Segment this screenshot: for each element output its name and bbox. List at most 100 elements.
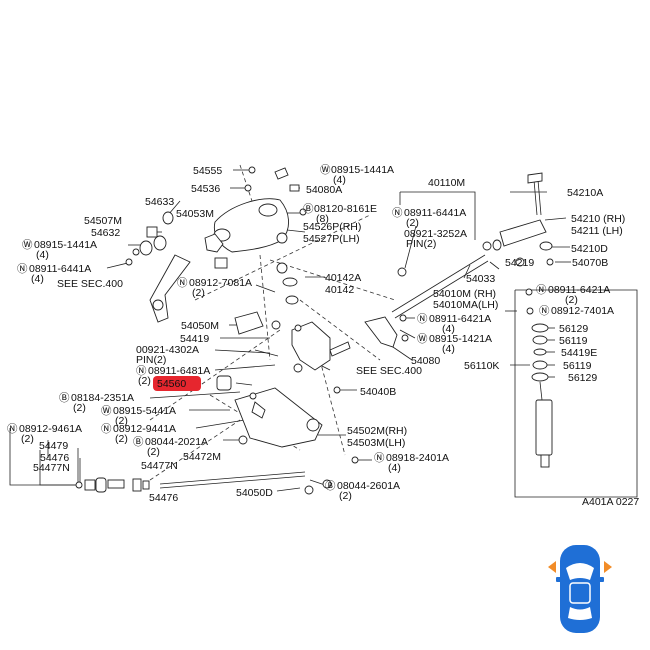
label-08120-8161e[interactable]: 08120-8161E xyxy=(314,203,377,215)
label-54476-b[interactable]: 54476 xyxy=(149,492,178,504)
label-08912-7401a[interactable]: 08912-7401A xyxy=(551,305,614,317)
label-54479[interactable]: 54479 xyxy=(39,440,68,452)
label-08044-2601a[interactable]: 08044-2601A xyxy=(337,480,400,492)
label-54050d[interactable]: 54050D xyxy=(236,487,273,499)
label-08918-2401a[interactable]: 08918-2401A xyxy=(386,452,449,464)
label-08915-1421a[interactable]: 08915-1421A xyxy=(429,333,492,345)
arrow-left-icon xyxy=(548,561,556,573)
label-54476-a[interactable]: 54476 xyxy=(40,452,69,464)
label-54211-lh[interactable]: 54211 (LH) xyxy=(571,225,623,237)
see-sec-400-a[interactable]: SEE SEC.400 xyxy=(57,278,123,290)
see-sec-400-b[interactable]: SEE SEC.400 xyxy=(356,365,422,377)
label-08184-2351a[interactable]: 08184-2351A xyxy=(71,392,134,404)
label-54033[interactable]: 54033 xyxy=(466,273,495,285)
label-54555[interactable]: 54555 xyxy=(193,165,222,177)
label-08911-6421a-center[interactable]: 08911-6421A xyxy=(429,313,491,325)
label-08912-9441a[interactable]: 08912-9441A xyxy=(113,423,176,435)
n-circle-icon: Ⓝ xyxy=(536,284,547,296)
car-mirror-left xyxy=(556,577,561,582)
label-08915-5441a[interactable]: 08915-5441A xyxy=(113,405,176,417)
label-54040b[interactable]: 54040B xyxy=(360,386,396,398)
b-circle-icon: Ⓑ xyxy=(325,480,336,492)
n-circle-icon: Ⓝ xyxy=(539,305,550,317)
arrow-right-icon xyxy=(604,561,612,573)
label-54210a[interactable]: 54210A xyxy=(567,187,603,199)
label-54080a[interactable]: 54080A xyxy=(306,184,342,196)
label-54477n[interactable]: 54477N xyxy=(141,460,178,472)
label-54053m[interactable]: 54053M xyxy=(176,208,214,220)
label-54503m-lh[interactable]: 54503M(LH) xyxy=(347,437,405,449)
label-54080[interactable]: 54080 xyxy=(411,355,440,367)
label-54419e[interactable]: 54419E xyxy=(561,347,597,359)
label-54210d[interactable]: 54210D xyxy=(571,243,608,255)
label-54526p[interactable]: 54526P(RH) xyxy=(303,221,361,233)
w-circle-icon: Ⓦ xyxy=(101,405,112,417)
label-54633[interactable]: 54633 xyxy=(145,196,174,208)
label-08912-9461a[interactable]: 08912-9461A xyxy=(19,423,82,435)
label-08915-1441a[interactable]: 08915-1441A xyxy=(331,164,394,176)
n-circle-icon: Ⓝ xyxy=(136,365,147,377)
label-08044-2021a[interactable]: 08044-2021A xyxy=(145,436,208,448)
label-54527p[interactable]: 54527P(LH) xyxy=(303,233,360,245)
label-54010ma-lh[interactable]: 54010MA(LH) xyxy=(433,299,498,311)
label-40110m[interactable]: 40110M xyxy=(428,177,465,189)
pin-label: PIN(2) xyxy=(136,354,166,366)
label-54502m-rh[interactable]: 54502M(RH) xyxy=(347,425,407,437)
label-54472m[interactable]: 54472M xyxy=(183,451,221,463)
n-circle-icon: Ⓝ xyxy=(101,423,112,435)
label-54477n-left[interactable]: 54477N xyxy=(33,462,70,474)
label-54010m-rh[interactable]: 54010M (RH) xyxy=(433,288,496,300)
n-circle-icon: Ⓝ xyxy=(392,207,403,219)
label-54210-rh[interactable]: 54210 (RH) xyxy=(571,213,625,225)
label-56119-b[interactable]: 56119 xyxy=(563,360,592,372)
label-54560-highlighted[interactable]: 54560 xyxy=(157,378,186,390)
label-00921-4302a[interactable]: 00921-4302A xyxy=(136,344,199,356)
label-56129-a[interactable]: 56129 xyxy=(559,323,588,335)
qty-label: (2) xyxy=(147,446,160,458)
qty-label: (2) xyxy=(565,294,578,306)
car-roof xyxy=(569,582,591,604)
label-56110k[interactable]: 56110K xyxy=(464,360,499,372)
label-08911-6441a-left[interactable]: 08911-6441A xyxy=(29,263,91,275)
qty-label: (4) xyxy=(31,273,44,285)
label-54070b[interactable]: 54070B xyxy=(572,257,608,269)
pin-label: PIN(2) xyxy=(406,238,436,250)
qty-label: (2) xyxy=(115,415,128,427)
label-08921-3252a[interactable]: 08921-3252A xyxy=(404,228,467,240)
label-40142[interactable]: 40142 xyxy=(325,284,354,296)
qty-label: (4) xyxy=(442,323,455,335)
label-54507m[interactable]: 54507M xyxy=(84,215,122,227)
b-circle-icon: Ⓑ xyxy=(133,436,144,448)
car-mirror-right xyxy=(599,577,604,582)
label-40142a[interactable]: 40142A xyxy=(325,272,361,284)
qty-label: (2) xyxy=(138,375,151,387)
w-circle-icon: Ⓦ xyxy=(417,333,428,345)
w-circle-icon: Ⓦ xyxy=(320,164,331,176)
label-08911-6441a-top[interactable]: 08911-6441A xyxy=(404,207,466,219)
qty-label: (4) xyxy=(388,462,401,474)
label-54419[interactable]: 54419 xyxy=(180,333,209,345)
qty-label: (2) xyxy=(21,433,34,445)
label-08915-1441a-left[interactable]: 08915-1441A xyxy=(34,239,97,251)
label-54632[interactable]: 54632 xyxy=(91,227,120,239)
label-08911-6421a-right[interactable]: 08911-6421A xyxy=(548,284,610,296)
label-56129-b[interactable]: 56129 xyxy=(568,372,597,384)
label-08911-6481a[interactable]: 08911-6481A xyxy=(148,365,210,377)
n-circle-icon: Ⓝ xyxy=(7,423,18,435)
n-circle-icon: Ⓝ xyxy=(417,313,428,325)
label-54219[interactable]: 54219 xyxy=(505,257,534,269)
qty-label: (2) xyxy=(406,217,419,229)
n-circle-icon: Ⓝ xyxy=(17,263,28,275)
label-56119-a[interactable]: 56119 xyxy=(559,335,588,347)
w-circle-icon: Ⓦ xyxy=(22,239,33,251)
label-54536[interactable]: 54536 xyxy=(191,183,220,195)
qty-label: (2) xyxy=(192,287,205,299)
label-54050m[interactable]: 54050M xyxy=(181,320,219,332)
car-rear-window xyxy=(568,607,592,620)
n-circle-icon: Ⓝ xyxy=(374,452,385,464)
qty-label: (2) xyxy=(73,402,86,414)
qty-label: (2) xyxy=(115,433,128,445)
label-08912-7081a[interactable]: 08912-7081A xyxy=(189,277,252,289)
highlight-box xyxy=(153,376,201,391)
